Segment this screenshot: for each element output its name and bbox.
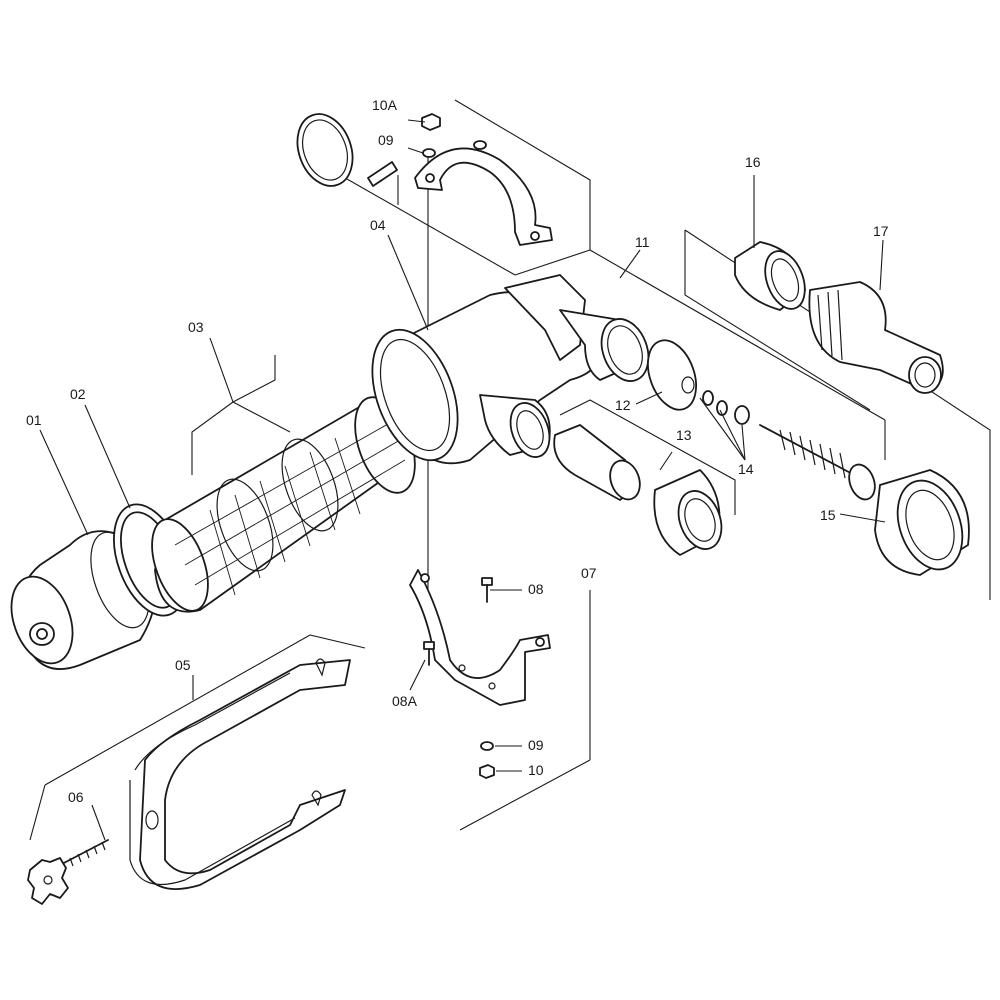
disk-part-12 — [647, 339, 697, 411]
label-part-09-top: 09 — [378, 132, 394, 148]
union-nut-part-15 — [874, 469, 970, 576]
label-part-02: 02 — [70, 386, 86, 402]
label-part-01: 01 — [26, 412, 42, 428]
label-part-15: 15 — [820, 507, 836, 523]
mesh-filter-part-03 — [151, 394, 416, 613]
label-part-10a: 10A — [372, 97, 398, 113]
group-bracket-05 — [29, 634, 366, 841]
threaded-fitting-part-17 — [808, 281, 944, 394]
washer-part-09-top — [422, 148, 436, 158]
washers-part-14 — [702, 390, 750, 425]
label-part-05: 05 — [175, 657, 191, 673]
bushing-part-16 — [734, 241, 806, 311]
bolt-part-08 — [481, 577, 493, 603]
strap-part-05 — [129, 658, 351, 890]
group-bracket-upper — [339, 99, 591, 276]
leader-lines — [39, 119, 886, 841]
label-part-14: 14 — [738, 461, 754, 477]
label-part-11: 11 — [635, 234, 650, 250]
hose-tail-part-07 — [553, 424, 641, 501]
snap-ring — [296, 113, 354, 187]
nut-part-10a — [421, 113, 441, 131]
knob-screw-part-06 — [27, 839, 109, 905]
pin — [367, 161, 398, 187]
label-part-16: 16 — [745, 154, 761, 170]
label-part-08a: 08A — [392, 693, 418, 709]
label-part-09-bottom: 09 — [528, 737, 544, 753]
bolt-part-08a — [423, 641, 435, 666]
label-part-12: 12 — [615, 397, 631, 413]
nut-part-10 — [479, 764, 495, 779]
label-part-06: 06 — [68, 789, 84, 805]
filter-mesh-pattern — [174, 419, 406, 596]
label-part-17: 17 — [873, 223, 889, 239]
part-labels: 01 02 03 04 05 06 07 08 08A 09 09 10 10A… — [26, 97, 889, 805]
nut-part-13 — [653, 469, 723, 556]
label-part-10: 10 — [528, 762, 544, 778]
upper-clamp-bracket — [414, 140, 553, 246]
group-bracket-07 — [459, 399, 736, 831]
lower-mounting-bracket — [409, 569, 551, 706]
label-part-04: 04 — [370, 217, 386, 233]
washer-part-09-bottom — [480, 741, 494, 751]
label-part-07: 07 — [581, 565, 597, 581]
label-part-03: 03 — [188, 319, 204, 335]
label-part-08: 08 — [528, 581, 544, 597]
spring-valve-assembly — [759, 424, 876, 501]
filter-housing-part-04 — [371, 274, 650, 465]
label-part-13: 13 — [676, 427, 692, 443]
